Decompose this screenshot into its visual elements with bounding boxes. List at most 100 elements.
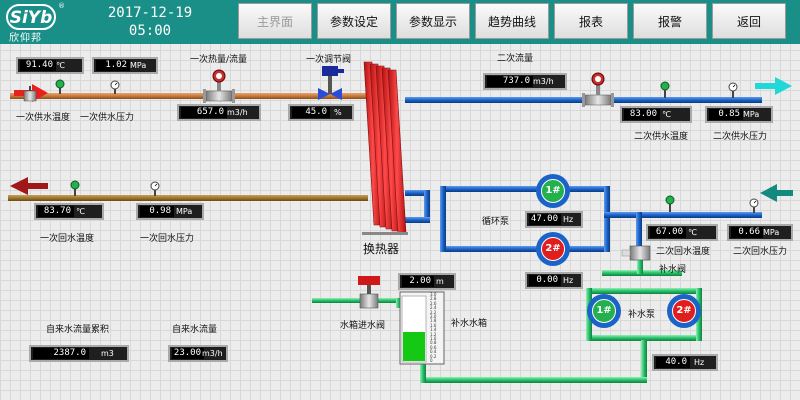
primary-return-pressure-label: 一次回水压力 xyxy=(140,234,195,244)
primary-heat-flow-label: 一次热量/流量 xyxy=(190,55,248,65)
tank-scale-tick: 1.4 xyxy=(430,327,437,333)
brand-logo-mark: SiYb xyxy=(6,4,56,30)
pipe-segment xyxy=(586,335,702,341)
tank-scale-tick: 2.8 xyxy=(430,296,437,302)
tank-label: 补水水箱 xyxy=(451,319,488,329)
pipe-segment xyxy=(637,258,643,274)
tank-inlet-valve-label: 水箱进水阀 xyxy=(340,321,386,331)
makeup-pump-freq-value: 40.0 xyxy=(656,357,690,368)
secondary-flow-display: 737.0 m3/h xyxy=(483,73,567,90)
secondary-supply-temp-unit: ℃ xyxy=(662,110,671,119)
primary-valve-unit: % xyxy=(334,108,342,117)
makeup-pump-1-button[interactable]: 1# xyxy=(587,294,621,328)
primary-return-pressure-value: 0.98 xyxy=(140,206,174,217)
primary-supply-temp-label: 一次供水温度 xyxy=(16,113,71,123)
primary-return-temp-display: 83.70 ℃ xyxy=(34,203,104,220)
tank-scale-tick: 1.6 xyxy=(430,322,437,328)
makeup-pump-freq-unit: Hz xyxy=(694,358,705,367)
tank-scale-tick: 0.4 xyxy=(430,349,437,355)
secondary-supply-temp-display: 83.00 ℃ xyxy=(620,106,692,123)
tank-inlet-valve-icon xyxy=(358,276,380,309)
pipe-segment xyxy=(586,288,702,294)
tank-scale-tick: 2.0 xyxy=(430,314,437,319)
primary-supply-temp-unit: ℃ xyxy=(56,61,65,70)
secondary-supply-pressure-unit: MPa xyxy=(743,110,760,119)
circ-pump-2-button[interactable]: 2# xyxy=(536,232,570,266)
primary-supply-temp-display: 91.40 ℃ xyxy=(16,57,84,74)
secondary-flow-meter-icon xyxy=(582,72,614,107)
pipe-segment xyxy=(604,186,610,252)
pipe-segment xyxy=(396,298,401,308)
pipe-segment xyxy=(420,362,426,383)
primary-heat-flow-display: 657.0 m3/h xyxy=(177,104,261,121)
secondary-return-temp-label: 二次回水温度 xyxy=(656,247,711,257)
secondary-flow-unit: m3/h xyxy=(533,77,554,86)
secondary-supply-pressure-label: 二次供水压力 xyxy=(713,132,768,142)
secondary-supply-pressure-display: 0.85 MPa xyxy=(705,106,773,123)
primary-valve-label: 一次调节阀 xyxy=(306,55,352,65)
makeup-pump-2-button[interactable]: 2# xyxy=(667,294,701,328)
brand-registered-mark: ® xyxy=(58,2,65,10)
secondary-supply-temp-label: 二次供水温度 xyxy=(634,132,689,142)
makeup-pump-2-status-icon: 2# xyxy=(672,299,696,323)
secondary-supply-temp-sensor-icon xyxy=(660,81,670,98)
circ-pump-1-label: 1# xyxy=(545,185,561,196)
makeup-pump-1-label: 1# xyxy=(596,305,612,316)
secondary-supply-temp-value: 83.00 xyxy=(624,109,660,120)
pipe-segment xyxy=(636,212,642,248)
secondary-outlet-arrow-icon xyxy=(755,77,792,95)
tank-level-display: 2.00 m xyxy=(398,273,456,290)
pipe-segment xyxy=(405,217,430,223)
nav-report-button[interactable]: 报表 xyxy=(554,3,628,39)
primary-supply-pressure-display: 1.02 MPa xyxy=(92,57,158,74)
tank-scale-tick: 0.8 xyxy=(430,340,437,346)
nav-return-button[interactable]: 返回 xyxy=(712,3,786,39)
secondary-return-pressure-label: 二次回水压力 xyxy=(733,247,788,257)
secondary-flow-label: 二次流量 xyxy=(497,54,534,64)
secondary-flow-value: 737.0 xyxy=(487,76,533,87)
primary-supply-pipe xyxy=(10,93,370,99)
nav-trend-button[interactable]: 趋势曲线 xyxy=(475,3,549,39)
primary-valve-value: 45.0 xyxy=(292,107,330,118)
primary-supply-pressure-label: 一次供水压力 xyxy=(80,113,135,123)
circ-pump-1-button[interactable]: 1# xyxy=(536,174,570,208)
makeup-pump-2-label: 2# xyxy=(676,305,692,316)
primary-return-temp-label: 一次回水温度 xyxy=(40,234,95,244)
secondary-return-pipe xyxy=(405,190,427,196)
nav-param-display-button[interactable]: 参数显示 xyxy=(396,3,470,39)
secondary-supply-pressure-value: 0.85 xyxy=(709,109,743,120)
circ-pump-freq2-value: 0.00 xyxy=(529,275,561,286)
city-water-flow-display: 23.00 m3/h xyxy=(168,345,228,362)
primary-return-temp-sensor-icon xyxy=(70,180,80,196)
tank-level-fill xyxy=(403,332,425,361)
nav-alarm-button[interactable]: 报警 xyxy=(633,3,707,39)
primary-return-temp-unit: ℃ xyxy=(76,207,85,216)
city-water-flow-unit: m3/h xyxy=(202,349,223,358)
pipe-segment xyxy=(440,186,446,252)
brand-name: 欣仰邦 xyxy=(9,33,42,44)
circ-pump-freq-value: 47.00 xyxy=(529,214,561,225)
makeup-tank-icon xyxy=(399,291,445,365)
pipe-segment xyxy=(376,298,402,303)
city-water-total-label: 自来水流量累积 xyxy=(46,325,110,335)
tank-scale-tick: 2.6 xyxy=(430,300,437,306)
primary-regulating-valve-icon xyxy=(318,66,344,100)
makeup-pump-label: 补水泵 xyxy=(628,310,656,320)
city-water-flow-label: 自来水流量 xyxy=(172,325,218,335)
circ-pump-2-label: 2# xyxy=(545,243,561,254)
primary-heat-flow-unit: m3/h xyxy=(227,108,248,117)
nav-main-button[interactable]: 主界面 xyxy=(238,3,312,39)
primary-inlet-valve-icon xyxy=(23,86,37,102)
primary-flow-meter-icon xyxy=(203,69,235,103)
nav-param-setting-button[interactable]: 参数设定 xyxy=(317,3,391,39)
tank-scale-tick: 0 xyxy=(430,358,433,363)
makeup-valve-icon xyxy=(621,245,651,261)
primary-outlet-arrow-icon xyxy=(10,177,48,195)
clock: 2017-12-19 05:00 xyxy=(100,4,200,40)
tank-level-value: 2.00 xyxy=(402,276,434,287)
date-text: 2017-12-19 xyxy=(107,5,193,21)
circ-pump-1-status-icon: 1# xyxy=(541,179,565,203)
